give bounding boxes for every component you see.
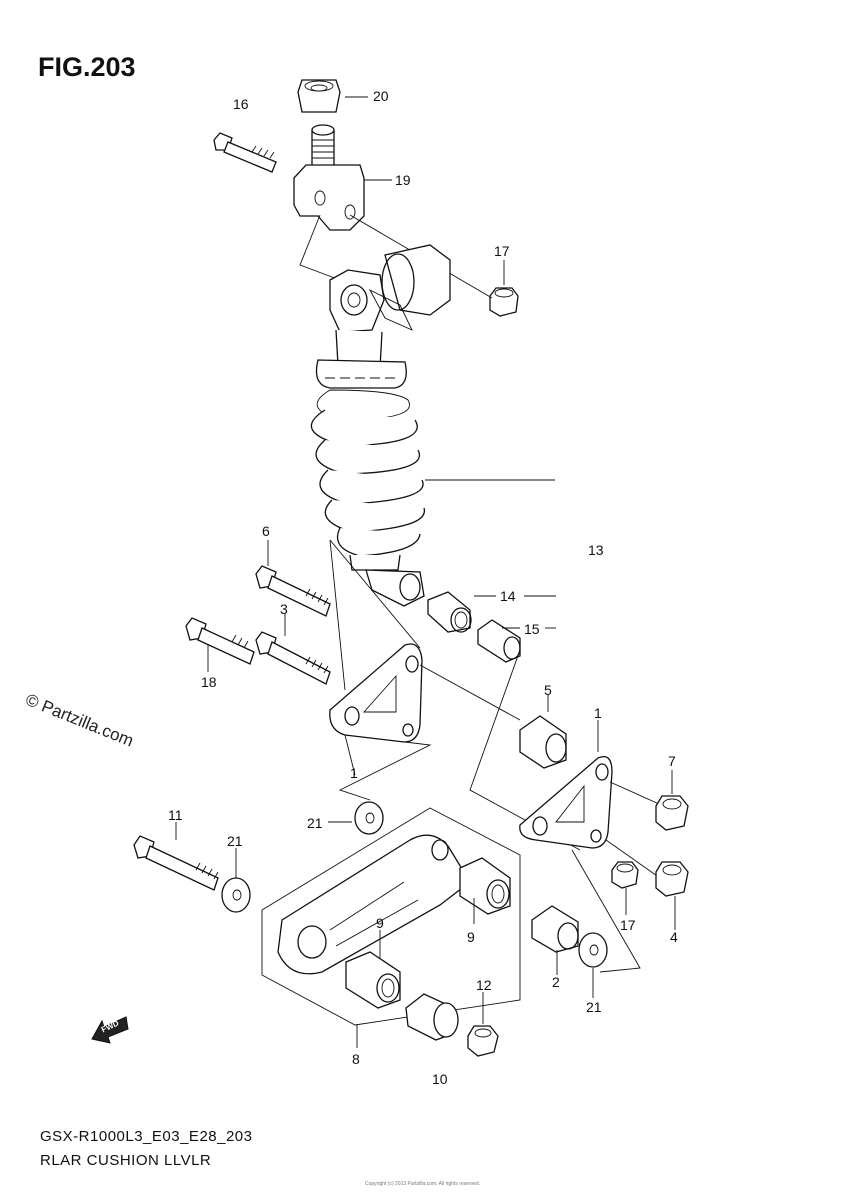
callout-8: 8: [352, 1051, 360, 1067]
callout-14: 14: [500, 588, 516, 604]
part-21-washer-left: [221, 848, 251, 913]
part-1-left-plate: [329, 539, 581, 851]
part-21-washer-upper: [328, 801, 384, 835]
callout-16: 16: [233, 96, 249, 112]
callout-9-upper: 9: [467, 929, 475, 945]
callout-3: 3: [280, 601, 288, 617]
callout-15: 15: [524, 621, 540, 637]
forward-arrow-icon: [91, 1016, 129, 1044]
part-14-bearing: [427, 591, 556, 633]
part-4-nut: [655, 861, 689, 930]
callout-9-lower: 9: [376, 915, 384, 931]
callout-1-left: 1: [350, 765, 358, 781]
callout-7: 7: [668, 753, 676, 769]
callout-10: 10: [432, 1071, 448, 1087]
part-18-bolt: [185, 617, 255, 672]
part-9-bearing-lower: [345, 930, 401, 1009]
part-5-collar: [519, 695, 567, 769]
callout-19: 19: [395, 172, 411, 188]
callout-6: 6: [262, 523, 270, 539]
callout-13: 13: [588, 542, 604, 558]
callout-2: 2: [552, 974, 560, 990]
part-17-nut-upper: [349, 214, 519, 317]
model-code: GSX-R1000L3_E03_E28_203: [40, 1128, 253, 1145]
callout-5: 5: [544, 682, 552, 698]
callout-11: 11: [168, 807, 183, 823]
callout-20: 20: [373, 88, 389, 104]
part-2-collar: [531, 905, 579, 975]
callout-4: 4: [670, 929, 678, 945]
part-13-rear-shock: [311, 244, 555, 607]
callout-17-lower: 17: [620, 917, 636, 933]
part-9-bearing-upper: [459, 857, 511, 924]
part-12-nut: [467, 992, 499, 1057]
callout-12: 12: [476, 977, 492, 993]
callout-21-right: 21: [586, 999, 602, 1015]
callout-21-left: 21: [227, 833, 243, 849]
part-3-bolt: [255, 614, 331, 685]
part-1-right-plate: [519, 720, 669, 879]
part-21-washer-right: [571, 849, 641, 998]
callout-17-upper: 17: [494, 243, 510, 259]
part-20-nut: [297, 79, 368, 113]
figure-title: FIG.203: [38, 52, 136, 82]
copyright-notice: Copyright (c) 2013 Partzilla.com. All ri…: [365, 1181, 481, 1187]
callout-1-right: 1: [594, 705, 602, 721]
part-8-cushion-lever-link: [261, 807, 521, 1048]
part-11-bolt: [133, 822, 219, 891]
part-17-nut-lower: [611, 861, 639, 915]
diagram-caption: RLAR CUSHION LLVLR: [40, 1152, 212, 1169]
part-7-nut: [655, 770, 689, 831]
part-6-bolt: [255, 540, 331, 617]
callout-21-upper: 21: [307, 815, 323, 831]
callout-18: 18: [201, 674, 217, 690]
part-19-upper-bracket: [293, 124, 392, 281]
part-10-pivot: [405, 993, 459, 1041]
part-16-bolt: [213, 132, 277, 173]
part-15-collar: [477, 619, 556, 663]
